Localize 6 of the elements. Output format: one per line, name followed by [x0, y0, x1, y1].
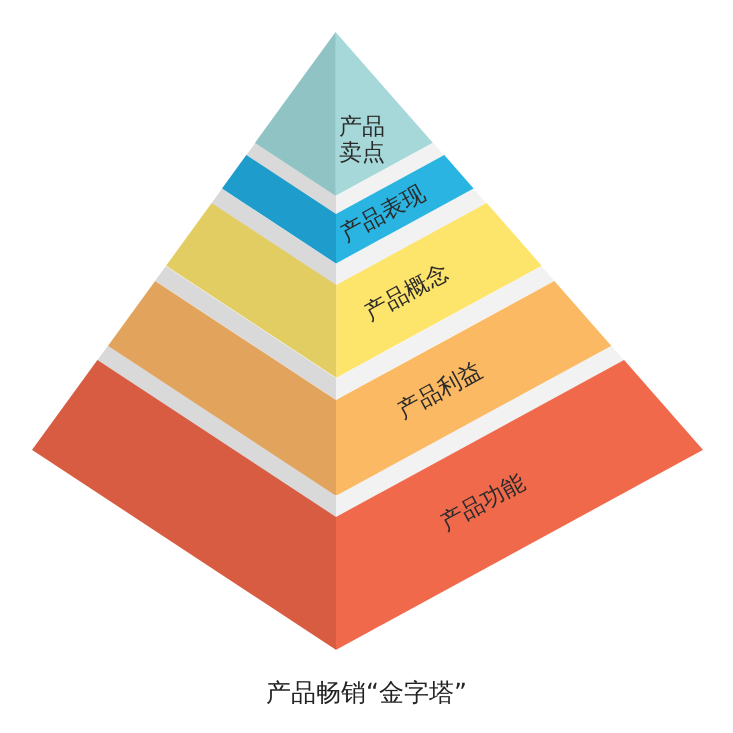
caption: 产品畅销“金字塔” [266, 677, 467, 709]
layer-label: 产品表现 [336, 180, 430, 248]
layer-label: 产品概念 [360, 260, 454, 327]
layer-label: 产品卖点 [338, 114, 386, 166]
layer-label: 产品功能 [436, 470, 530, 538]
layer-label: 产品利益 [392, 358, 486, 425]
